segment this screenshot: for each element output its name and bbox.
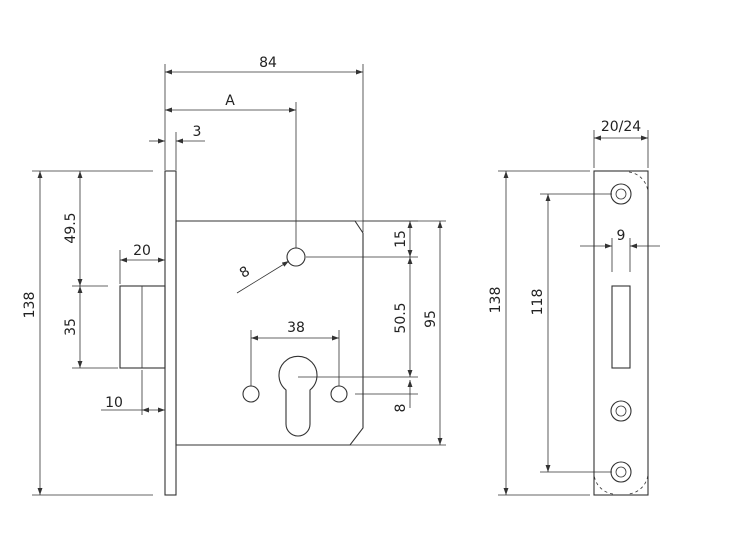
dim-strike-width: 20/24 <box>601 119 641 135</box>
dim-strike-height: 138 <box>488 287 504 314</box>
right-screw-hole <box>330 385 348 403</box>
strike-latch-slot <box>611 285 631 369</box>
dim-strike-hole-spacing: 118 <box>530 289 546 316</box>
dim-cylinder-hole-spacing: 38 <box>287 320 305 336</box>
strike-middle-hole <box>610 400 632 422</box>
dim-latch-height: 35 <box>63 318 79 336</box>
lock-case <box>175 220 364 446</box>
latch-bolt <box>119 285 166 369</box>
dim-a: A <box>225 93 235 109</box>
dim-follower-diameter: 8 <box>237 263 253 281</box>
dim-forend-thickness: 3 <box>193 124 202 140</box>
strike-dimensions: 20/24 9 138 118 <box>488 119 660 496</box>
dim-forend-height: 138 <box>22 292 38 319</box>
cylinder-cutout <box>278 355 318 437</box>
lock-body <box>119 170 364 496</box>
lock-dimensions: 84 A 3 138 49.5 35 20 10 8 <box>22 55 446 496</box>
strike-bottom-hole <box>610 461 632 483</box>
dim-latch-top-offset: 49.5 <box>63 212 79 243</box>
dim-case-height: 95 <box>423 310 439 328</box>
follower-hole <box>286 247 306 267</box>
strike-plate-outline <box>593 170 649 496</box>
dim-overall-width: 84 <box>259 55 277 71</box>
dim-bottom-offset: 8 <box>393 404 409 413</box>
dim-latch-protrusion: 20 <box>133 243 151 259</box>
strike-plate <box>593 170 649 496</box>
left-screw-hole <box>242 385 260 403</box>
dim-bolt-depth: 10 <box>105 395 123 411</box>
dim-strike-slot-width: 9 <box>617 228 626 244</box>
dim-backset-distance: 50.5 <box>393 302 409 333</box>
strike-top-hole <box>610 183 632 205</box>
forend-plate <box>164 170 177 496</box>
dim-follower-to-top: 15 <box>393 230 409 248</box>
